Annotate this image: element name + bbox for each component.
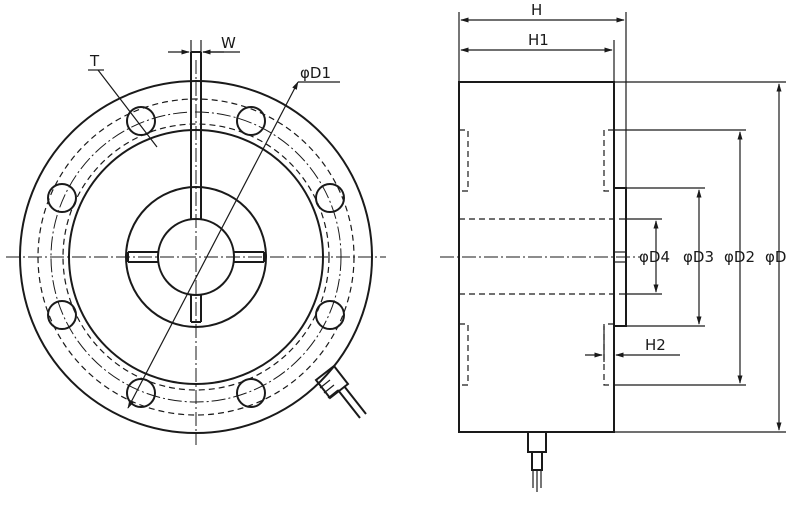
d4-label: φD4 [639, 248, 670, 266]
h1-dimension [460, 40, 615, 82]
w-label: W [221, 34, 236, 52]
bolt-hole [236, 378, 266, 408]
side-cable [527, 431, 547, 492]
d3-dimension [626, 187, 705, 327]
bolt-hole [47, 300, 77, 330]
d1-dimension-line [127, 81, 299, 409]
inner-hidden-circle [62, 123, 330, 391]
d-dimension [614, 81, 786, 433]
d-label: φD [765, 248, 786, 266]
h1-label: H1 [528, 31, 549, 49]
w-dimension [168, 40, 240, 60]
cable-gland [314, 364, 367, 419]
t-label: T [89, 52, 100, 70]
h-label: H [531, 1, 542, 19]
d2-dimension [614, 129, 746, 386]
side-view: H H1 H2 φD4 φD3 [440, 1, 786, 492]
h2-label: H2 [645, 336, 666, 354]
h-dimension [458, 12, 627, 188]
d4-dimension [626, 218, 662, 295]
bolt-hole [315, 300, 345, 330]
bolt-hole [315, 183, 345, 213]
bolt-hole [47, 183, 77, 213]
d2-label: φD2 [724, 248, 755, 266]
d3-label: φD3 [683, 248, 714, 266]
front-view: W T φD1 [6, 34, 386, 445]
bolt-hole [126, 106, 156, 136]
bolt-hole [236, 106, 266, 136]
d1-label: φD1 [300, 64, 331, 82]
h2-dimension [585, 326, 680, 362]
